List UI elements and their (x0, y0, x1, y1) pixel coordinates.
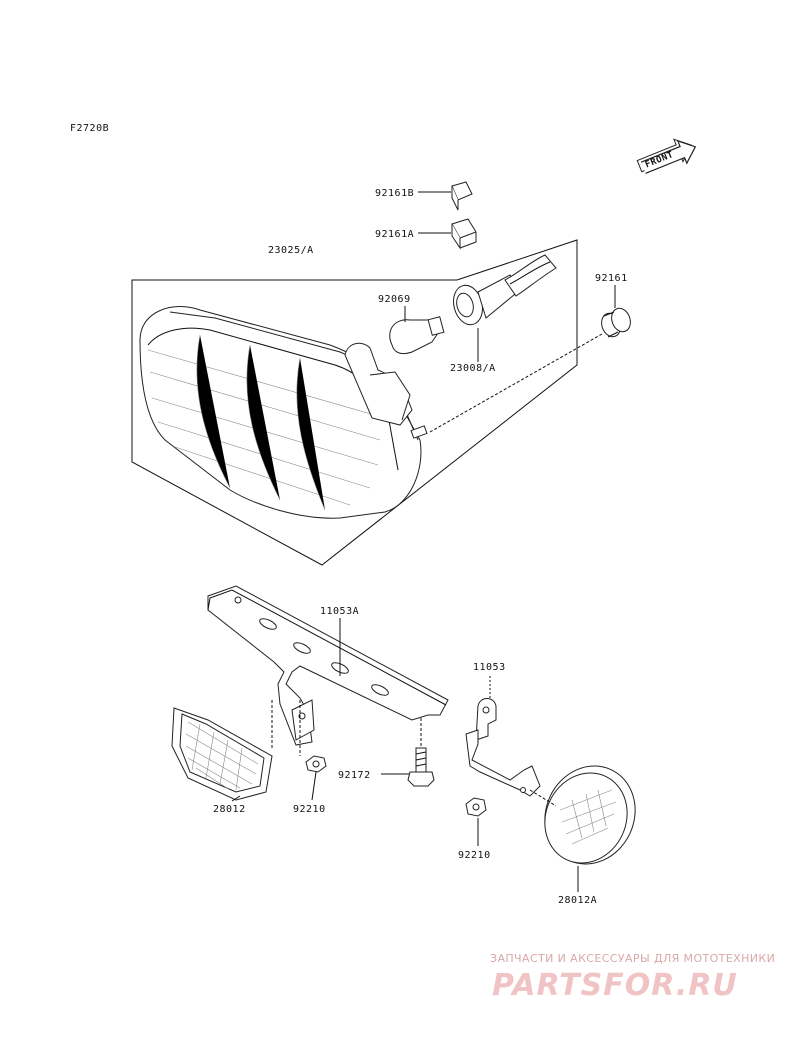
watermark-caption: ЗАПЧАСТИ И АКСЕССУАРЫ ДЛЯ МОТОТЕХНИКИ (490, 952, 775, 965)
label-23008a: 23008/A (450, 363, 496, 374)
label-23025a: 23025/A (268, 245, 314, 256)
bracket-11053a (207, 585, 449, 746)
nut-92210-right (465, 797, 487, 817)
reflector-28012 (171, 707, 273, 801)
assembly-outline (131, 239, 578, 566)
watermark-logo: PARTSFOR.RU (492, 968, 738, 1003)
label-92161: 92161 (595, 273, 628, 284)
label-11053a: 11053A (320, 606, 359, 617)
cap-92161b (451, 181, 473, 211)
label-28012: 28012 (213, 804, 246, 815)
label-28012a: 28012A (558, 895, 597, 906)
label-11053: 11053 (473, 662, 506, 673)
headlight-housing (139, 306, 428, 519)
bulb-92069 (389, 316, 445, 355)
label-92069: 92069 (378, 294, 411, 305)
cap-92161a (451, 218, 477, 250)
socket-23008a (453, 254, 557, 326)
label-92210-right: 92210 (458, 850, 491, 861)
label-92161a: 92161A (375, 229, 414, 240)
label-92210-left: 92210 (293, 804, 326, 815)
label-92172: 92172 (338, 770, 371, 781)
bolt-92172 (407, 747, 435, 787)
figure-code: F2720B (70, 123, 109, 134)
front-arrow-icon: FRONT (636, 138, 697, 174)
reflector-28012a (544, 765, 636, 865)
label-92161b: 92161B (375, 188, 414, 199)
nut-92210-left (305, 755, 327, 773)
bracket-11053 (465, 698, 541, 797)
grommet-92161 (601, 307, 631, 338)
